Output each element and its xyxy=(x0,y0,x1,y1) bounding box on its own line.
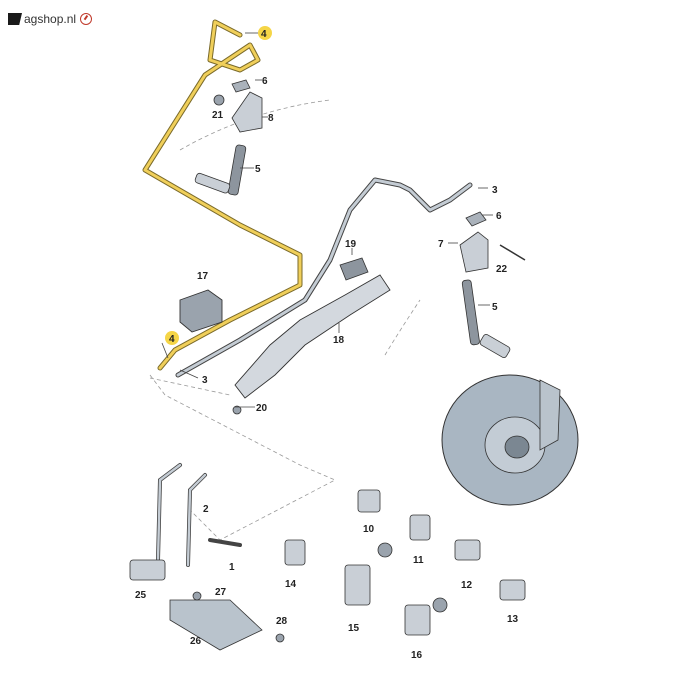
brake-hose-right xyxy=(461,279,511,358)
brake-disc xyxy=(441,374,579,506)
callout-17[interactable]: 17 xyxy=(197,271,209,282)
mounting-rail xyxy=(234,257,391,399)
brake-pipe-right xyxy=(175,177,473,378)
brake-pipes-lower xyxy=(156,463,242,567)
callout-11[interactable]: 11 xyxy=(413,555,424,566)
bracket-right xyxy=(459,211,526,273)
brake-hose-left xyxy=(194,144,247,196)
callout-6-left[interactable]: 6 xyxy=(262,76,268,87)
callout-6-right[interactable]: 6 xyxy=(496,211,502,222)
callout-highlight xyxy=(258,26,272,40)
bracket-left xyxy=(213,79,263,133)
callout-28[interactable]: 28 xyxy=(276,616,288,627)
callout-4-top[interactable]: 4 xyxy=(261,29,267,40)
callout-1[interactable]: 1 xyxy=(229,562,235,573)
callout-7[interactable]: 7 xyxy=(438,239,444,250)
callout-5-right[interactable]: 5 xyxy=(492,302,498,313)
callout-20[interactable]: 20 xyxy=(256,403,268,414)
callout-15[interactable]: 15 xyxy=(348,623,360,634)
callout-highlight xyxy=(165,331,179,345)
gauge-icon xyxy=(80,13,93,25)
brake-pipe-highlighted xyxy=(142,19,303,371)
callout-18[interactable]: 18 xyxy=(333,335,345,346)
callout-3-bottom[interactable]: 3 xyxy=(202,375,208,386)
brand-logo[interactable]: agshop.nl xyxy=(8,12,93,26)
callout-5-left[interactable]: 5 xyxy=(255,164,261,175)
small-parts xyxy=(129,405,526,651)
callout-8[interactable]: 8 xyxy=(268,113,274,124)
callout-14[interactable]: 14 xyxy=(285,579,297,590)
callout-3-top[interactable]: 3 xyxy=(492,185,498,196)
callout-labels: 4 6 8 21 5 3 6 7 22 5 19 17 18 4 3 20 2 … xyxy=(135,26,519,661)
brand-name: agshop.nl xyxy=(24,12,77,26)
callout-12[interactable]: 12 xyxy=(461,580,473,591)
callout-13[interactable]: 13 xyxy=(507,614,519,625)
callout-21[interactable]: 21 xyxy=(212,110,224,121)
callout-26[interactable]: 26 xyxy=(190,636,202,647)
callout-27[interactable]: 27 xyxy=(215,587,227,598)
brand-mark-icon xyxy=(8,13,22,25)
callout-4-bottom[interactable]: 4 xyxy=(169,334,175,345)
leader-lines xyxy=(161,32,493,408)
callout-16[interactable]: 16 xyxy=(411,650,423,661)
callout-10[interactable]: 10 xyxy=(363,524,375,535)
callout-25[interactable]: 25 xyxy=(135,590,147,601)
callout-2[interactable]: 2 xyxy=(203,504,209,515)
callout-19[interactable]: 19 xyxy=(345,239,357,250)
callout-22[interactable]: 22 xyxy=(496,264,508,275)
cover-block xyxy=(179,289,223,333)
